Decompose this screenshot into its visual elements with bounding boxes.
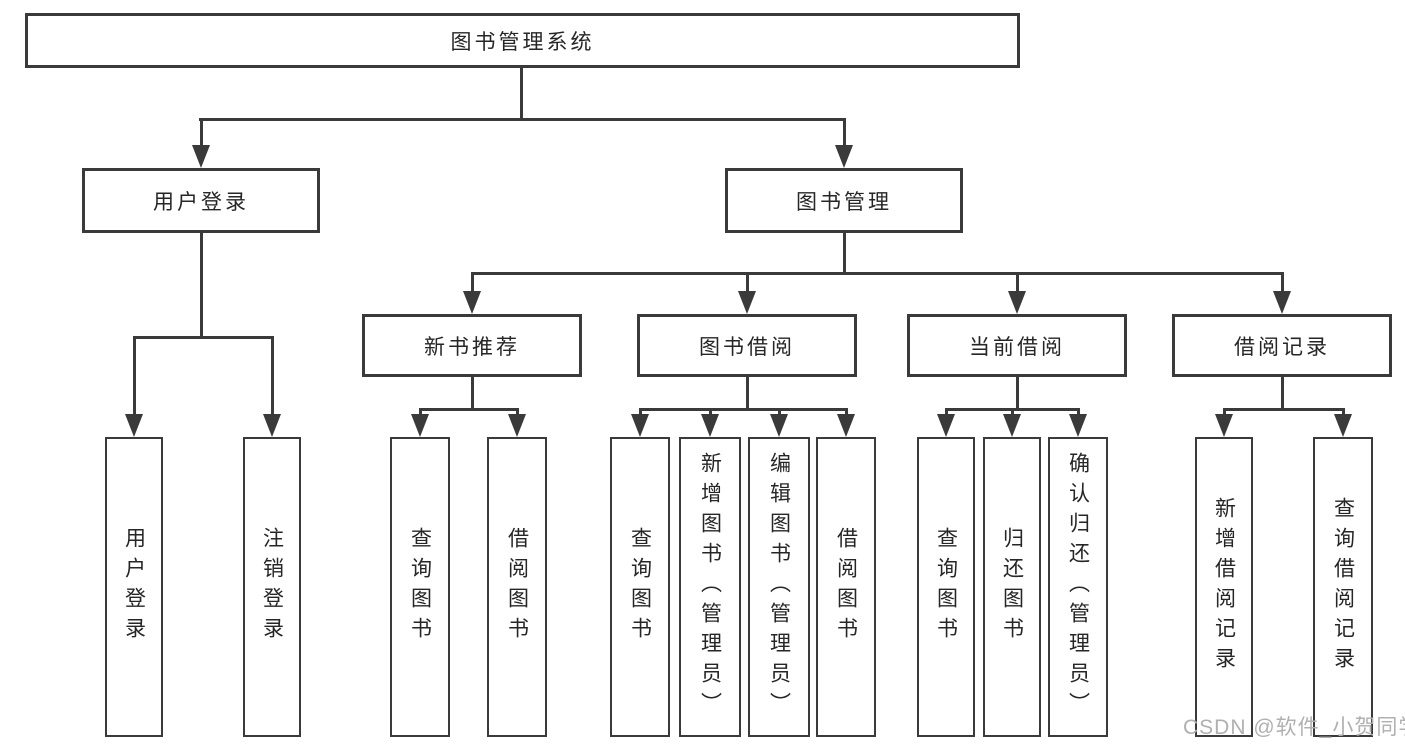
arrow-down-icon: [837, 414, 855, 437]
arrow-down-icon: [263, 414, 281, 437]
node-user-login: 用户登录: [82, 168, 320, 233]
arrow-down-icon: [770, 414, 788, 437]
connector-records-stem: [1281, 375, 1284, 408]
leaf-label: 查询图书: [408, 527, 432, 647]
connector-leaf: [516, 408, 519, 416]
node-label: 图书借阅: [699, 335, 795, 359]
connector-leaf: [639, 408, 642, 416]
connector-new-book-stem: [471, 375, 474, 408]
connector-to-leaf-logout: [271, 336, 274, 416]
leaf-borrow-book: 借阅图书: [487, 437, 547, 737]
leaf-label: 查询图书: [934, 527, 958, 647]
connector-to-user-login: [200, 118, 203, 148]
node-book-management: 图书管理: [725, 168, 963, 233]
arrow-down-icon: [1003, 414, 1021, 437]
leaf-add-borrow-record: 新增借阅记录: [1195, 437, 1253, 737]
connector-to-book-management: [843, 118, 846, 148]
leaf-label: 借阅图书: [834, 527, 858, 647]
leaf-label: 新增借阅记录: [1212, 497, 1236, 677]
connector-book-mgmt-bar: [471, 272, 1284, 275]
connector-user-login-bar: [133, 336, 274, 339]
leaf-label: 用户登录: [122, 527, 146, 647]
connector-to-leaf-user-login: [133, 336, 136, 416]
node-label: 图书管理系统: [450, 30, 595, 54]
arrow-down-icon: [738, 291, 756, 314]
connector-leaf: [709, 408, 712, 416]
connector-leaf: [778, 408, 781, 416]
connector-root-stem: [520, 65, 523, 118]
arrow-down-icon: [125, 414, 143, 437]
connector-book-borrow-bar: [639, 408, 847, 411]
connector-to-book-borrow: [746, 272, 749, 293]
leaf-label: 新增图书（管理员）: [698, 452, 722, 722]
arrow-down-icon: [411, 414, 429, 437]
connector-leaf: [1342, 408, 1345, 416]
leaf-label: 编辑图书（管理员）: [767, 452, 791, 722]
arrow-down-icon: [1008, 291, 1026, 314]
node-label: 当前借阅: [969, 335, 1065, 359]
connector-book-borrow-stem: [746, 375, 749, 408]
leaf-label: 查询图书: [628, 527, 652, 647]
connector-current-borrow-stem: [1016, 375, 1019, 408]
arrow-down-icon: [835, 145, 853, 168]
arrow-down-icon: [631, 414, 649, 437]
node-label: 图书管理: [796, 190, 892, 214]
arrow-down-icon: [1215, 414, 1233, 437]
connector-leaf: [945, 408, 948, 416]
leaf-query-book: 查询图书: [917, 437, 975, 737]
connector-leaf: [1011, 408, 1014, 416]
node-label: 新书推荐: [424, 335, 520, 359]
connector-leaf: [845, 408, 848, 416]
leaf-label: 借阅图书: [505, 527, 529, 647]
connector-new-book-bar: [419, 408, 519, 411]
connector-leaf: [1077, 408, 1080, 416]
leaf-return-book: 归还图书: [983, 437, 1041, 737]
node-label: 用户登录: [153, 190, 249, 214]
leaf-borrow-book: 借阅图书: [816, 437, 876, 737]
leaf-label: 查询借阅记录: [1331, 497, 1355, 677]
node-new-book-recommend: 新书推荐: [362, 314, 582, 377]
arrow-down-icon: [508, 414, 526, 437]
connector-to-current-borrow: [1016, 272, 1019, 293]
leaf-query-borrow-record: 查询借阅记录: [1313, 437, 1373, 737]
leaf-label: 注销登录: [260, 527, 284, 647]
leaf-user-login: 用户登录: [105, 437, 163, 737]
leaf-query-book: 查询图书: [610, 437, 670, 737]
leaf-edit-book-admin: 编辑图书（管理员）: [748, 437, 810, 737]
arrow-down-icon: [192, 145, 210, 168]
watermark: CSDN @软件_小贺同学: [1183, 716, 1405, 739]
connector-to-borrow-records: [1281, 272, 1284, 293]
leaf-label: 确认归还（管理员）: [1066, 452, 1090, 722]
node-library-system: 图书管理系统: [25, 13, 1020, 68]
node-current-borrowing: 当前借阅: [907, 314, 1127, 377]
arrow-down-icon: [701, 414, 719, 437]
node-book-borrowing: 图书借阅: [637, 314, 857, 377]
connector-book-mgmt-stem: [843, 233, 846, 272]
arrow-down-icon: [463, 291, 481, 314]
connector-records-bar: [1223, 408, 1344, 411]
node-borrowing-records: 借阅记录: [1172, 314, 1392, 377]
arrow-down-icon: [1069, 414, 1087, 437]
connector-user-login-stem: [200, 233, 203, 336]
node-label: 借阅记录: [1234, 335, 1330, 359]
arrow-down-icon: [937, 414, 955, 437]
leaf-add-book-admin: 新增图书（管理员）: [679, 437, 741, 737]
connector-leaf: [1223, 408, 1226, 416]
leaf-label: 归还图书: [1000, 527, 1024, 647]
leaf-logout: 注销登录: [243, 437, 301, 737]
connector-to-new-book: [471, 272, 474, 293]
arrow-down-icon: [1273, 291, 1291, 314]
arrow-down-icon: [1334, 414, 1352, 437]
leaf-confirm-return-admin: 确认归还（管理员）: [1048, 437, 1108, 737]
connector-leaf: [419, 408, 422, 416]
connector-root-bar: [199, 118, 846, 121]
leaf-query-book: 查询图书: [390, 437, 450, 737]
